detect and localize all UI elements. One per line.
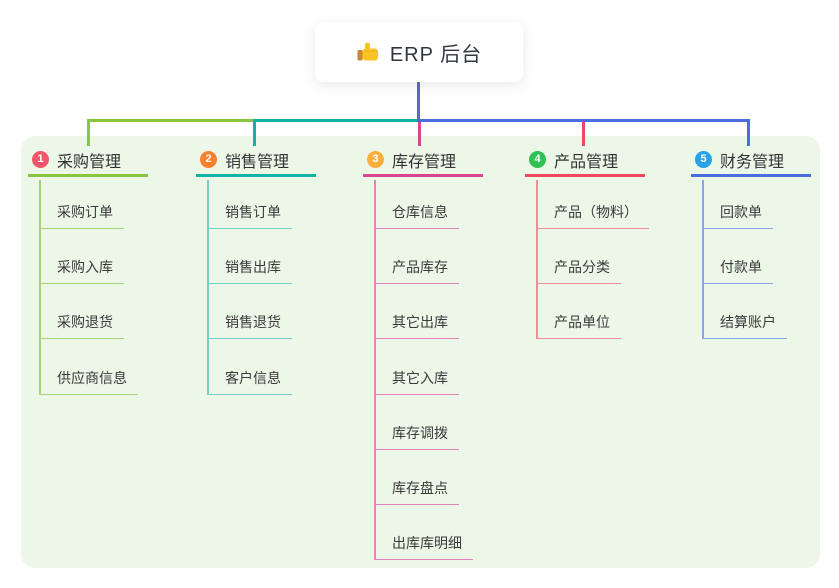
branch-drop-line-5 xyxy=(747,119,750,146)
child-node-其它入库[interactable]: 其它入库 xyxy=(374,368,459,395)
branches-panel xyxy=(21,136,820,568)
trunk-segment-blue xyxy=(419,119,750,122)
root-node[interactable]: ERP 后台 xyxy=(315,22,523,82)
branch-node-产品管理[interactable]: 4 产品管理 xyxy=(525,145,645,177)
child-node-结算账户[interactable]: 结算账户 xyxy=(702,312,787,339)
trunk-segment-green xyxy=(87,119,255,122)
child-node-采购入库[interactable]: 采购入库 xyxy=(39,257,124,284)
child-node-采购退货[interactable]: 采购退货 xyxy=(39,312,124,339)
branch-drop-line-4 xyxy=(582,122,585,146)
child-node-供应商信息[interactable]: 供应商信息 xyxy=(39,368,138,395)
branch-drop-line-3 xyxy=(418,122,421,146)
branch-node-库存管理[interactable]: 3 库存管理 xyxy=(363,145,483,177)
branch-number-badge: 1 xyxy=(32,151,49,168)
branch-label: 财务管理 xyxy=(720,153,785,171)
branch-label: 采购管理 xyxy=(57,153,122,171)
branch-children-connector xyxy=(39,180,41,394)
child-node-产品分类[interactable]: 产品分类 xyxy=(536,257,621,284)
branch-label: 产品管理 xyxy=(554,153,619,171)
child-node-其它出库[interactable]: 其它出库 xyxy=(374,312,459,339)
branch-node-财务管理[interactable]: 5 财务管理 xyxy=(691,145,811,177)
child-node-仓库信息[interactable]: 仓库信息 xyxy=(374,202,459,229)
thumbs-up-icon xyxy=(356,40,380,64)
child-node-产品（物料）[interactable]: 产品（物料） xyxy=(536,202,649,229)
child-node-回款单[interactable]: 回款单 xyxy=(702,202,773,229)
child-node-产品单位[interactable]: 产品单位 xyxy=(536,312,621,339)
child-node-付款单[interactable]: 付款单 xyxy=(702,257,773,284)
child-node-采购订单[interactable]: 采购订单 xyxy=(39,202,124,229)
child-node-销售退货[interactable]: 销售退货 xyxy=(207,312,292,339)
branch-number-badge: 5 xyxy=(695,151,712,168)
branch-children-connector xyxy=(702,180,704,338)
root-stem-line xyxy=(417,80,420,122)
branch-node-采购管理[interactable]: 1 采购管理 xyxy=(28,145,148,177)
branch-number-badge: 4 xyxy=(529,151,546,168)
trunk-segment-teal xyxy=(254,119,419,122)
root-title: ERP 后台 xyxy=(389,43,483,66)
child-node-库存盘点[interactable]: 库存盘点 xyxy=(374,478,459,505)
branch-number-badge: 2 xyxy=(200,151,217,168)
child-node-库存调拨[interactable]: 库存调拨 xyxy=(374,423,459,450)
branch-number-badge: 3 xyxy=(367,151,384,168)
branch-children-connector xyxy=(536,180,538,338)
branch-label: 销售管理 xyxy=(225,153,290,171)
child-node-销售出库[interactable]: 销售出库 xyxy=(207,257,292,284)
child-node-出库库明细[interactable]: 出库库明细 xyxy=(374,533,473,560)
branch-drop-line-1 xyxy=(87,119,90,146)
branch-children-connector xyxy=(207,180,209,394)
branch-drop-line-2 xyxy=(253,119,256,146)
branch-node-销售管理[interactable]: 2 销售管理 xyxy=(196,145,316,177)
child-node-销售订单[interactable]: 销售订单 xyxy=(207,202,292,229)
branch-children-connector xyxy=(374,180,376,559)
child-node-客户信息[interactable]: 客户信息 xyxy=(207,368,292,395)
branch-label: 库存管理 xyxy=(392,153,457,171)
child-node-产品库存[interactable]: 产品库存 xyxy=(374,257,459,284)
